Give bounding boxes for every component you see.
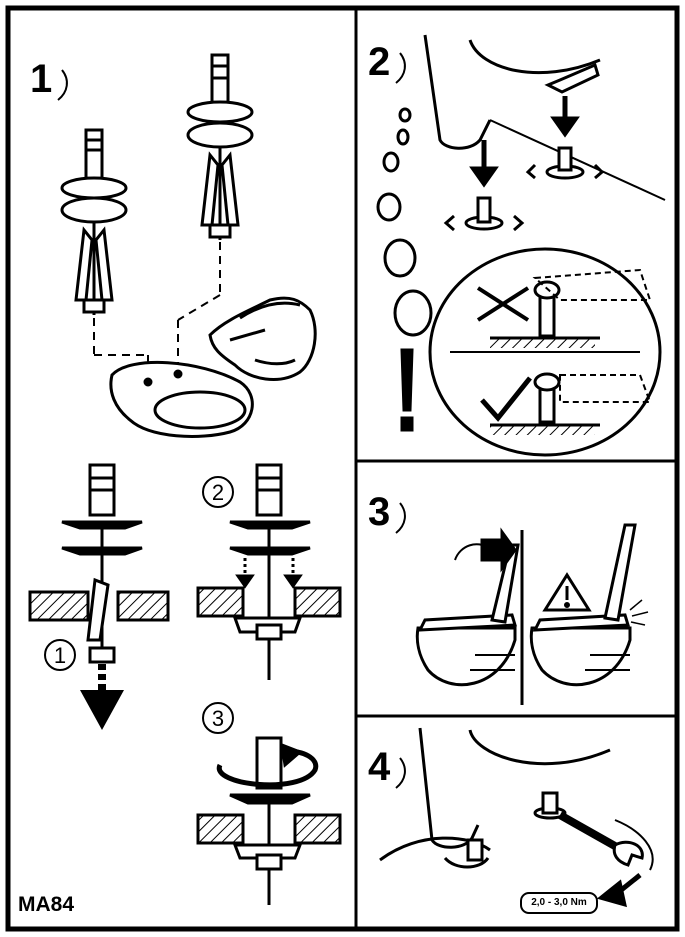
step-4-number: 4: [368, 745, 391, 789]
substep-3-badge: [202, 702, 234, 734]
substep-3-label: 3: [212, 706, 224, 731]
substep-1-badge: [44, 639, 76, 671]
panel-4-illustration: [379, 727, 654, 908]
warning-triangle-icon: [542, 572, 592, 612]
torque-label: 2,0 - 3,0 Nm: [520, 892, 598, 914]
rotate-arrow-icon: [216, 749, 319, 788]
step-1-number: 1: [30, 57, 52, 101]
exclamation-icon: [400, 348, 414, 432]
model-code: MA84: [18, 893, 75, 916]
correct-check-icon: [480, 376, 532, 422]
wrong-x-icon: [476, 286, 530, 322]
step-number-flourishes: [57, 52, 406, 789]
panel-1-substep-2: [196, 463, 342, 680]
substep-2-label: 2: [212, 480, 224, 505]
panel-2-illustration: [376, 34, 666, 457]
panel-1-illustration: [60, 53, 317, 438]
panel-3-illustration: [415, 523, 649, 705]
panel-1-substep-3: [196, 736, 342, 905]
substep-2-badge: [202, 476, 234, 508]
step-3-number: 3: [368, 490, 390, 534]
step-2-number: 2: [368, 40, 390, 84]
substep-1-label: 1: [54, 643, 66, 668]
panel-1-substep-1: [28, 463, 170, 730]
outer-border: [5, 5, 680, 932]
